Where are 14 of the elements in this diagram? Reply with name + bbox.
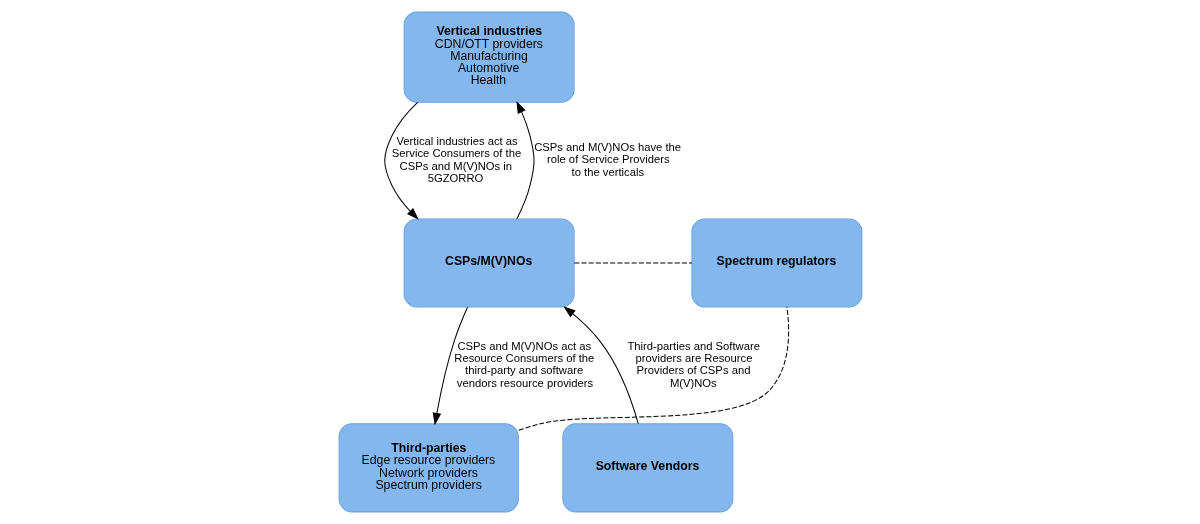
node-box: Software Vendors [561,423,733,513]
node-box: Vertical industries CDN/OTT providers Manufacturing Automotive Health [403,11,575,103]
node-box: Third-parties Edge resource providers Network providers Spectrum providers [338,423,519,513]
node-box: CSPs/M(V)NOs [403,218,575,308]
connector [517,306,789,431]
edge-label: Third-parties and Software providers are Resource Providers of CSPs and M(V)NOs [626,339,760,389]
arrow [515,101,535,220]
arrow [432,306,468,426]
arrow [383,101,419,220]
edge-label: CSPs and M(V)NOs have the role of Service Providers to the verticals [533,141,681,178]
edge-label: Vertical industries act as Service Consumers of the CSPs and M(V)NOs in 5GZORRO [391,135,521,184]
node-box: Spectrum regulators [690,218,862,308]
edge-label: CSPs and M(V)NOs act as Resource Consumers of the third-party and software vendors resource providers [453,339,594,389]
arrow [562,306,639,425]
